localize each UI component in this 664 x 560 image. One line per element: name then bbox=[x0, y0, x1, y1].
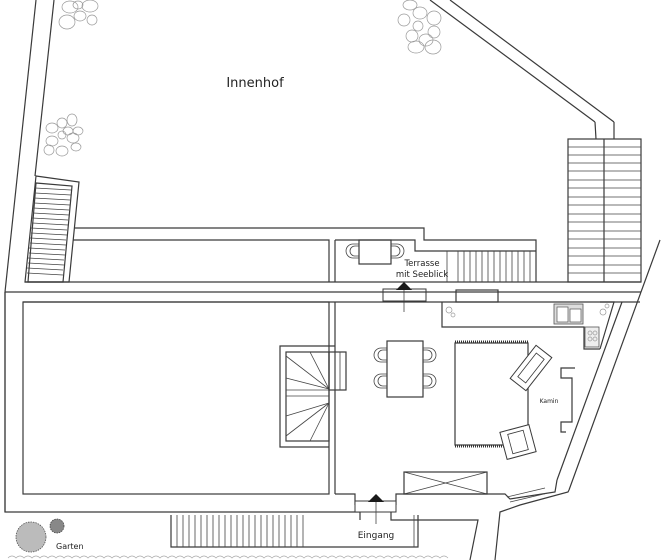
stones-left bbox=[43, 113, 84, 157]
garden-bushes bbox=[15, 518, 65, 553]
fireplace-label: Kamin bbox=[540, 398, 559, 405]
terrace-label-line1: Terrasse bbox=[403, 259, 439, 269]
front-steps bbox=[170, 515, 419, 548]
interior-staircase bbox=[279, 345, 347, 448]
lower-walls bbox=[335, 479, 570, 560]
stair-treads bbox=[568, 146, 641, 274]
right-outdoor-stairs bbox=[567, 138, 642, 283]
stones-top-left bbox=[58, 0, 99, 30]
sofa bbox=[509, 344, 553, 392]
outer-upper-right-wall bbox=[429, 0, 615, 140]
armchair bbox=[499, 423, 537, 461]
courtyard-label: Innenhof bbox=[226, 76, 284, 91]
entrance-door bbox=[354, 494, 397, 524]
terrace-deck bbox=[446, 251, 531, 282]
outer-right-wall bbox=[556, 239, 661, 491]
main-building-walls bbox=[4, 291, 641, 513]
stones-top-center bbox=[397, 0, 442, 55]
hedge bbox=[7, 555, 449, 559]
kitchen-counter bbox=[441, 301, 615, 350]
left-outdoor-stairs bbox=[24, 175, 80, 283]
kitchen-stove bbox=[584, 326, 600, 348]
fireplace bbox=[560, 367, 575, 433]
entrance-label: Eingang bbox=[358, 531, 395, 541]
terrace-label-line2: mit Seeblick bbox=[396, 270, 448, 280]
terrace-door bbox=[382, 282, 427, 312]
entry-cabinet bbox=[403, 471, 488, 495]
kitchen-sink bbox=[553, 303, 584, 325]
dining-table bbox=[373, 340, 437, 398]
terrace-table bbox=[345, 239, 405, 265]
terrace bbox=[25, 227, 641, 283]
garden-label: Garten bbox=[56, 542, 84, 551]
